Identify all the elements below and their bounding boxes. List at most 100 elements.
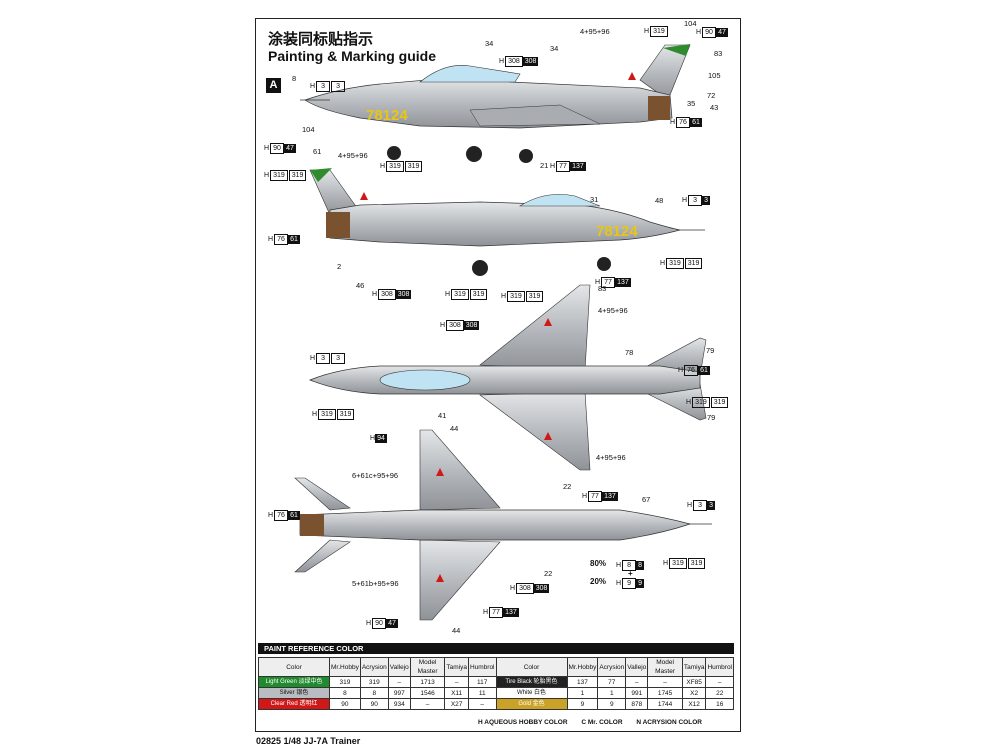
callout: 79 — [707, 413, 716, 422]
callout: 67 — [642, 495, 651, 504]
paint-reference-title: PAINT REFERENCE COLOR — [258, 643, 734, 654]
callout: 104 — [684, 19, 697, 28]
col-header: Humbrol — [467, 657, 497, 677]
table-cell: 878 — [625, 698, 649, 710]
table-cell: 9 — [566, 698, 599, 710]
table-cell: 9 — [597, 698, 627, 710]
table-row: Light Green 淡绿中色 319 319 – 1713 – 117 Ti… — [258, 676, 734, 688]
col-header: Humbrol — [705, 657, 734, 677]
table-header-row: Color Mr.Hobby Acrysion Vallejo Model Ma… — [258, 657, 734, 677]
callout: 22 — [544, 569, 553, 578]
legend-aqueous: H AQUEOUS HOBBY COLOR — [478, 719, 568, 726]
legend-acrysion: N ACRYSION COLOR — [636, 719, 702, 726]
table-cell: 8 — [359, 687, 389, 699]
callout: 41 — [438, 411, 447, 420]
table-cell: 77 — [597, 676, 627, 688]
callout: 48 — [655, 196, 664, 205]
table-cell: 319 — [359, 676, 389, 688]
col-header: Acrysion — [359, 657, 389, 677]
callout: 61 — [313, 147, 322, 156]
color-swatch-tire-black: Tire Black 轮胎黑色 — [495, 676, 568, 688]
aircraft-views: 78124 78124 — [294, 44, 712, 621]
callout: 35 — [687, 99, 696, 108]
table-cell: 22 — [705, 687, 734, 699]
side-view-right: 78124 — [309, 168, 705, 276]
callout: 105 — [708, 71, 721, 80]
table-cell: X12 — [681, 698, 707, 710]
side-view-left: 78124 — [300, 44, 691, 163]
callout: 104 — [302, 125, 315, 134]
top-view — [309, 284, 707, 471]
callout: 22 — [563, 482, 572, 491]
callout: 72 — [707, 91, 716, 100]
table-cell: X11 — [444, 687, 469, 699]
callout: 83 — [714, 49, 723, 58]
section-a-label: A — [266, 78, 281, 93]
col-header: Mr.Hobby — [329, 657, 361, 677]
table-cell: X2 — [681, 687, 707, 699]
col-header: Color — [258, 657, 330, 677]
callout: 21 — [540, 161, 549, 170]
table-cell: 1744 — [647, 698, 683, 710]
color-swatch-silver: Silver 银色 — [258, 687, 330, 699]
callout: 8 — [292, 74, 297, 83]
callout: 46 — [356, 281, 365, 290]
callout: 31 — [590, 195, 599, 204]
callout: 79 — [706, 346, 715, 355]
col-header: Vallejo — [387, 657, 411, 677]
color-swatch-white: White 白色 — [495, 687, 568, 699]
color-swatch-gold: Gold 金色 — [495, 698, 568, 710]
table-cell: – — [387, 676, 411, 688]
callout: 6+61c+95+96 — [352, 471, 399, 480]
table-cell: 137 — [566, 676, 599, 688]
callout: 44 — [450, 424, 459, 433]
table-cell: 11 — [467, 687, 497, 699]
mix-80-label: 80% — [590, 559, 607, 568]
callout: 5+61b+95+96 — [352, 579, 399, 588]
callout: 43 — [710, 103, 719, 112]
color-swatch-light-green: Light Green 淡绿中色 — [258, 676, 330, 688]
table-cell: – — [625, 676, 649, 688]
callout: 4+95+96 — [596, 453, 626, 462]
table-cell: 1 — [566, 687, 599, 699]
table-cell: XF85 — [681, 676, 707, 688]
table-cell: 8 — [329, 687, 361, 699]
table-row: Clear Red 透明红 90 90 934 – X27 – Gold 金色 … — [258, 698, 734, 710]
table-cell: X27 — [444, 698, 469, 710]
legend-mr-color: C Mr. COLOR — [581, 719, 623, 726]
title-english: Painting & Marking guide — [268, 48, 437, 64]
callout: 4+95+96 — [338, 151, 368, 160]
col-header: Color — [495, 657, 568, 677]
table-cell: – — [467, 698, 497, 710]
table-cell: 16 — [705, 698, 734, 710]
callout: 34 — [485, 39, 494, 48]
callout: 78 — [625, 348, 634, 357]
paint-reference-table: Color Mr.Hobby Acrysion Vallejo Model Ma… — [258, 657, 734, 710]
table-row: Silver 银色 8 8 997 1546 X11 11 White 白色 1… — [258, 687, 734, 699]
table-cell: 934 — [387, 698, 411, 710]
col-header: Model Master — [409, 657, 446, 677]
col-header: Acrysion — [597, 657, 627, 677]
paint-legend: H AQUEOUS HOBBY COLOR C Mr. COLOR N ACRY… — [478, 719, 714, 726]
